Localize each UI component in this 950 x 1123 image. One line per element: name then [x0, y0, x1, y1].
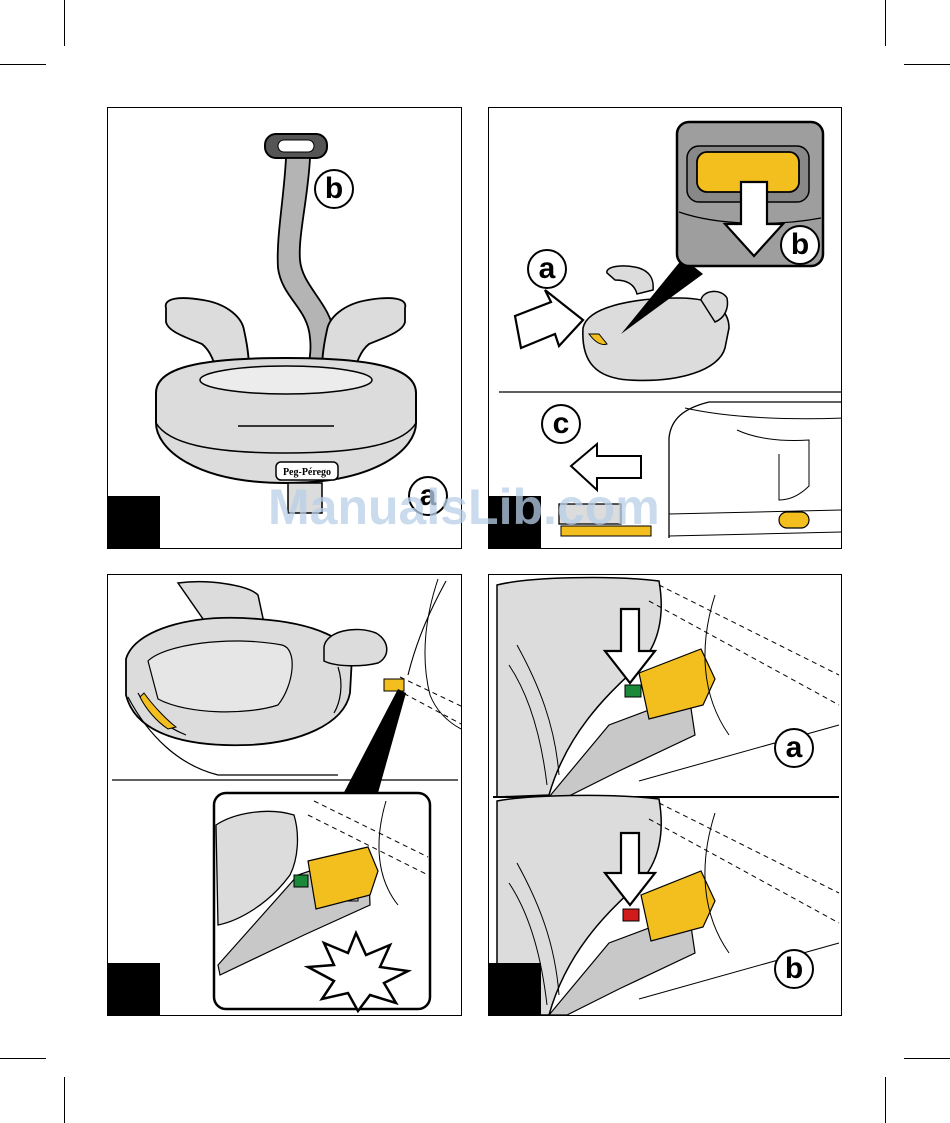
step-marker	[489, 963, 541, 1015]
callout-a: a	[527, 249, 567, 289]
panel-indicator-check: a b	[488, 574, 842, 1016]
attach-illustration	[108, 575, 462, 1016]
step-marker	[108, 963, 160, 1015]
step-marker	[108, 496, 160, 548]
callout-c: c	[541, 404, 581, 444]
crop-mark	[885, 1077, 886, 1123]
crop-mark	[64, 0, 65, 46]
crop-mark	[0, 1058, 46, 1059]
panel-attach-isofix	[107, 574, 462, 1016]
crop-mark	[904, 64, 950, 65]
watermark: ManualsLib.com	[268, 478, 660, 536]
callout-a: a	[774, 728, 814, 768]
crop-mark	[904, 1058, 950, 1059]
brand-label: Peg-Pérego	[283, 467, 331, 478]
crop-mark	[0, 64, 46, 65]
crop-mark	[64, 1077, 65, 1123]
callout-b: b	[780, 225, 820, 265]
callout-b: b	[774, 949, 814, 989]
callout-b: b	[314, 169, 354, 209]
crop-mark	[885, 0, 886, 46]
